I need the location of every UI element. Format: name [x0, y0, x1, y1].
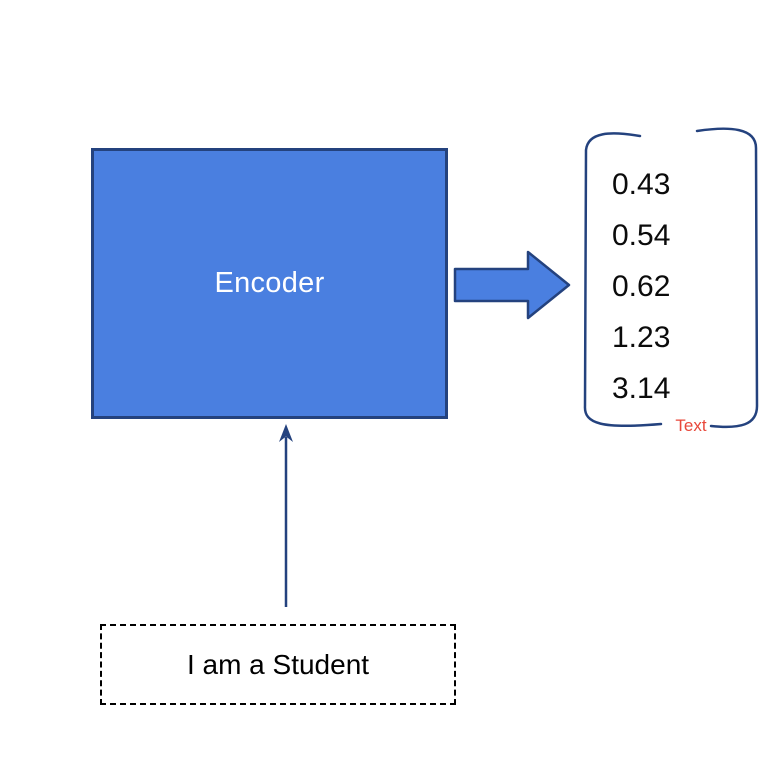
encoder-box: Encoder	[91, 148, 448, 419]
vector-bracket-right	[695, 127, 759, 429]
input-arrow-head	[279, 424, 293, 442]
vector-value: 0.62	[612, 270, 671, 303]
vector-caption: Text	[675, 416, 707, 435]
encoder-label: Encoder	[214, 267, 325, 299]
input-text-label: I am a Student	[186, 648, 370, 680]
vector-value: 1.23	[612, 321, 671, 354]
vector-values: 0.43 0.54 0.62 1.23 3.14	[584, 159, 758, 414]
vector-value: 3.14	[612, 372, 671, 405]
vector-value: 0.43	[612, 168, 671, 201]
block-arrow-right	[453, 250, 571, 320]
vector-value: 0.54	[612, 219, 671, 252]
input-text-box: I am a Student	[100, 624, 456, 705]
vector-bracket-left	[583, 132, 663, 428]
